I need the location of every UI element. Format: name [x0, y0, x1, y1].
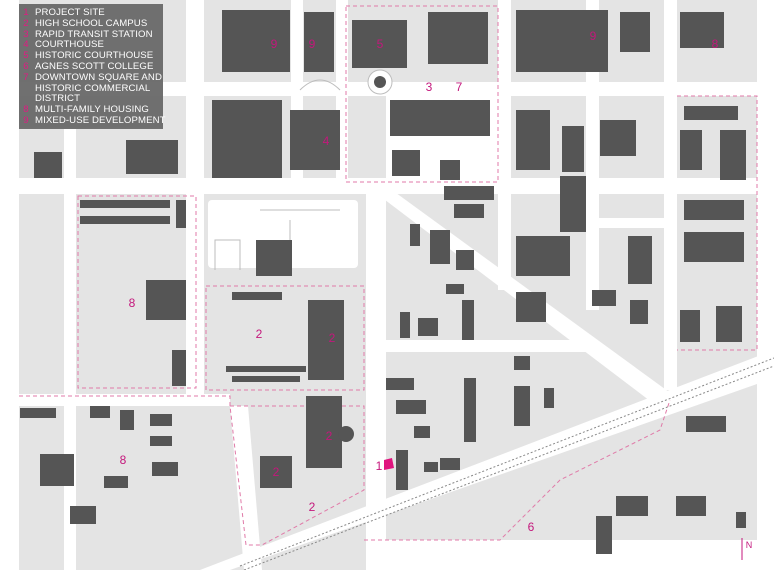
legend-item-number: 3	[23, 28, 29, 40]
legend-item-text: PROJECT SITE	[35, 7, 105, 18]
map-labels: 1 2 2 2 2 2 3 4 5 6 7 8 8 8 9 9 9	[120, 29, 719, 534]
legend-item-number: 1	[23, 7, 29, 18]
legend-item-text: MULTI-FAMILY HOUSING	[35, 104, 149, 116]
label-courthouse: 4	[323, 134, 330, 148]
legend-item-number: 8	[23, 104, 29, 116]
north-arrow-icon: N	[741, 538, 753, 560]
legend-item-text: DOWNTOWN SQUARE AND	[35, 71, 162, 83]
label-project-site: 1	[376, 459, 383, 473]
label-high-school-1: 2	[256, 327, 263, 341]
legend-item-number: 4	[23, 39, 29, 51]
north-arrow-label: N	[746, 540, 753, 550]
buildings	[20, 10, 746, 554]
legend-item-text: AGNES SCOTT COLLEGE	[35, 61, 154, 72]
label-transit-station: 3	[426, 80, 433, 94]
map-legend: 1 PROJECT SITE 2 HIGH SCHOOL CAMPUS 3 RAPID T…	[19, 4, 166, 129]
legend-item-text: HISTORIC COURTHOUSE	[35, 50, 154, 62]
legend-item-text: MIXED-USE DEVELOPMENT	[35, 115, 166, 126]
label-high-school-3: 2	[326, 429, 333, 443]
label-housing-3: 8	[712, 37, 719, 51]
legend-item-number: 5	[23, 50, 29, 62]
label-historic-courthouse: 5	[377, 37, 384, 51]
label-mixed-use-3: 9	[590, 29, 597, 43]
label-college: 6	[528, 520, 535, 534]
legend-item-text: COURTHOUSE	[35, 39, 105, 51]
legend-item-number: 6	[23, 61, 29, 72]
label-high-school-2: 2	[329, 331, 336, 345]
legend-item-text: HIGH SCHOOL CAMPUS	[35, 17, 148, 29]
label-housing-1: 8	[129, 296, 136, 310]
legend-item-text: DISTRICT	[35, 93, 81, 105]
legend-item-number: 9	[23, 115, 29, 126]
legend-item-number: 2	[23, 17, 29, 29]
zone-boundaries	[19, 5, 758, 546]
legend-item-text: HISTORIC COMMERCIAL	[35, 82, 151, 94]
label-mixed-use-1: 9	[271, 37, 278, 51]
label-high-school-4: 2	[273, 465, 280, 479]
railway	[239, 357, 774, 570]
label-downtown: 7	[456, 80, 463, 94]
label-mixed-use-2: 9	[309, 37, 316, 51]
legend-item-number: 7	[23, 71, 29, 83]
label-housing-2: 8	[120, 453, 127, 467]
legend-item-text: RAPID TRANSIT STATION	[35, 28, 153, 40]
label-high-school-5: 2	[309, 500, 316, 514]
